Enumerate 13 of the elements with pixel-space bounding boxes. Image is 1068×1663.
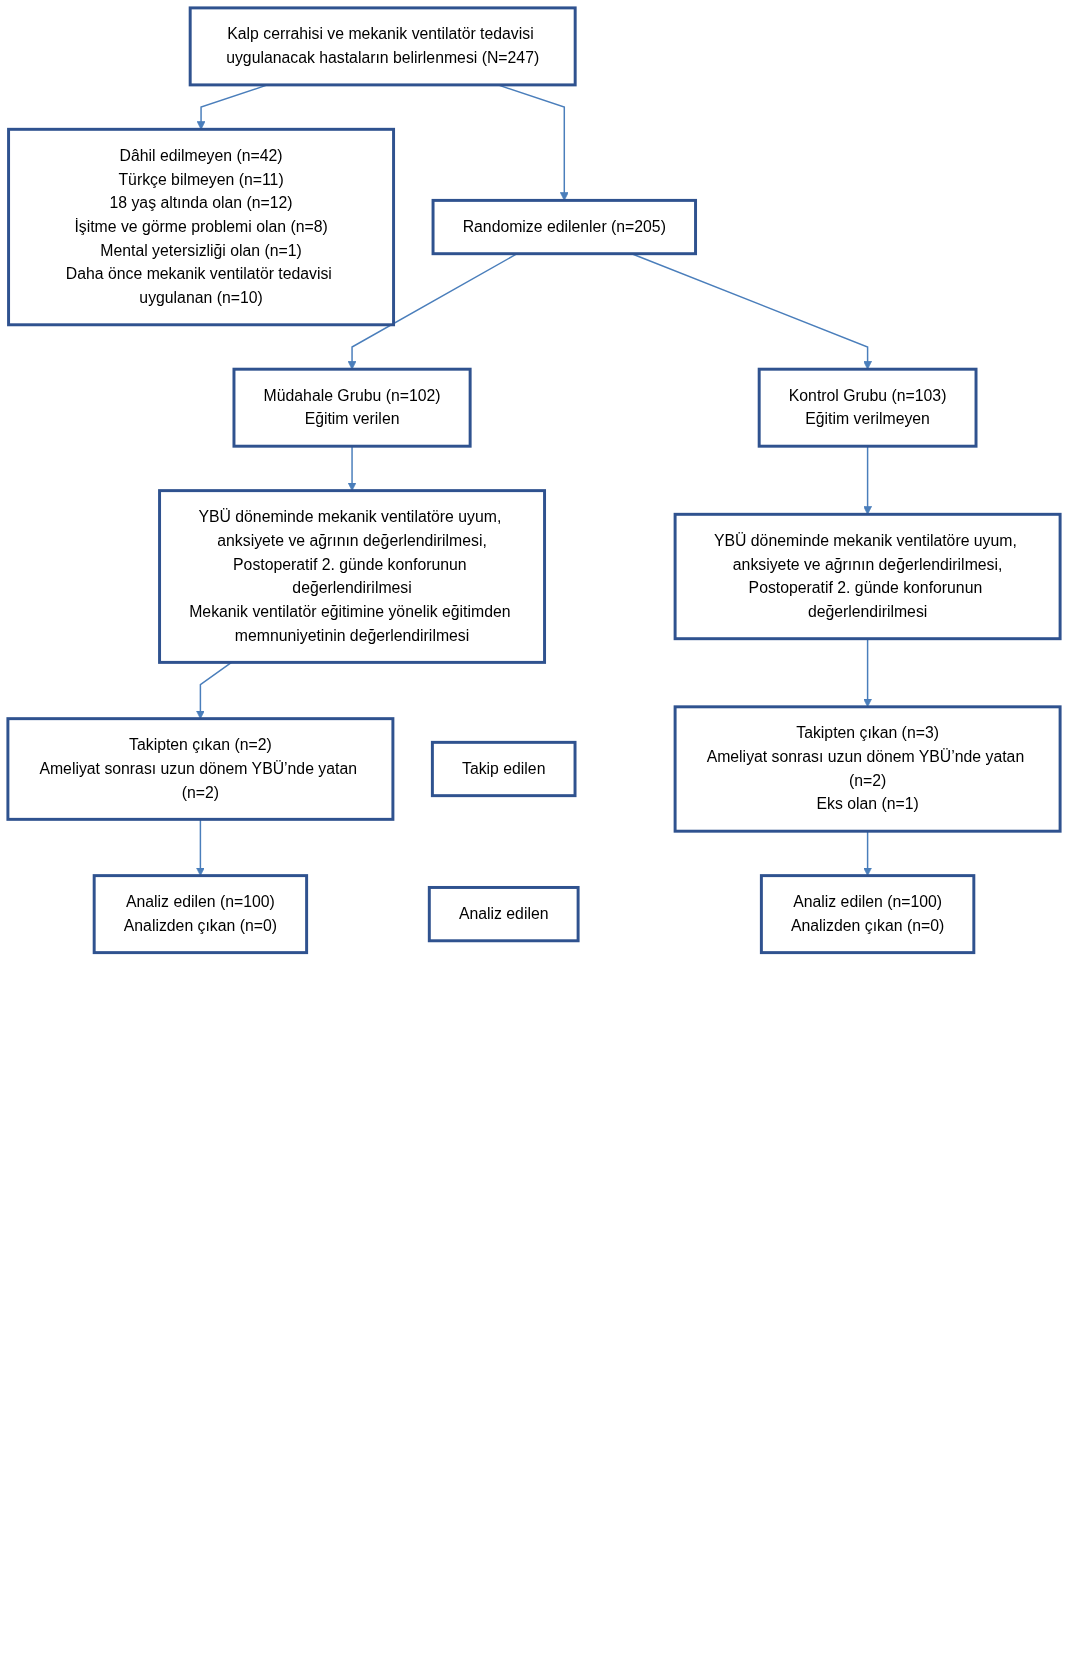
node-box: Takipten çıkan (n=2) Ameliyat sonrası uzun dönem YBÜ’nde yatan (n=2)	[6, 717, 395, 821]
node-box: Randomize edilenler (n=205)	[431, 198, 697, 256]
node-box: YBÜ döneminde mekanik ventilatöre uyum, anksiyete ve ağrının değerlendirilmesi, Postoperatif 2. günde konforunun değerlendirilmesi	[673, 512, 1062, 641]
node-box: Analiz edilen (n=100) Analizden çıkan (n=0)	[92, 874, 309, 955]
node-box: Takip edilen	[430, 740, 577, 798]
node-box: Kontrol Grubu (n=103) Eğitim verilmeyen	[757, 367, 978, 448]
node-box: YBÜ döneminde mekanik ventilatöre uyum, anksiyete ve ağrının değerlendirilmesi, Postoperatif 2. günde konforunun değerlendirilmesi Mekanik ventilatör eğitimine yönelik eğitimden memnuniyetinin değerlendirilmesi	[158, 489, 547, 664]
node-box: Kalp cerrahisi ve mekanik ventilatör tedavisi uygulanacak hastaların belirlenmesi (N=247)	[188, 6, 577, 87]
node-box: Dâhil edilmeyen (n=42) Türkçe bilmeyen (n=11) 18 yaş altında olan (n=12) İşitme ve görme problemi olan (n=8) Mental yetersizliği olan (n=1) Daha önce mekanik ventilatör tedavisi uygulanan (n=10)	[7, 127, 396, 327]
node-box: Takipten çıkan (n=3) Ameliyat sonrası uzun dönem YBÜ’nde yatan (n=2) Eks olan (n=1)	[673, 705, 1062, 833]
node-box: Analiz edilen	[427, 886, 580, 943]
node-box: Müdahale Grubu (n=102) Eğitim verilen	[232, 367, 472, 448]
node-box: Analiz edilen (n=100) Analizden çıkan (n=0)	[759, 874, 976, 955]
